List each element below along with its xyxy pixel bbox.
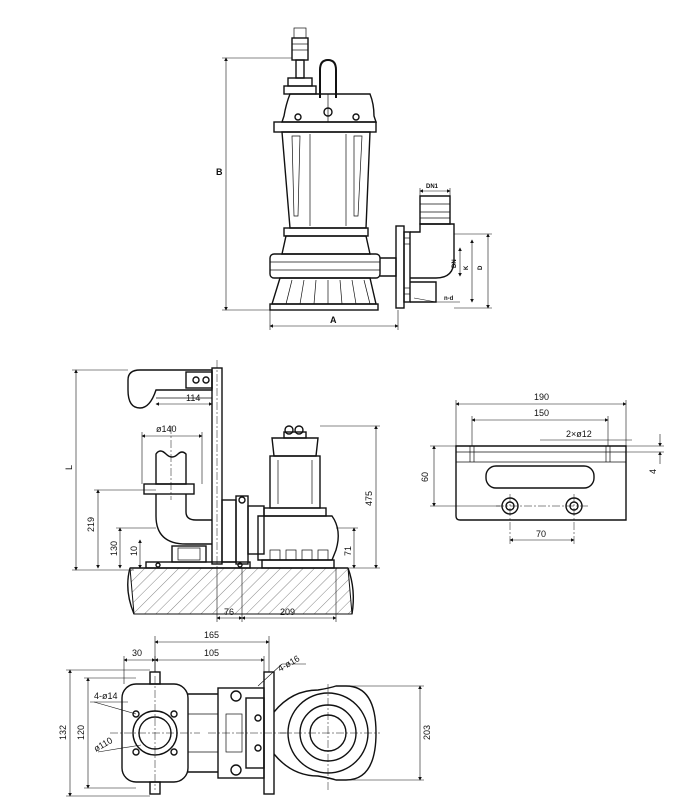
dim-10: 10 [129, 546, 139, 556]
dn-label: DN [452, 259, 458, 268]
holes-4x14: 4-ø14 [94, 691, 118, 701]
dim-209: 209 [280, 607, 295, 617]
dim-120: 120 [76, 725, 86, 740]
figure-plan-view: 165 30 105 4-ø16 4-ø14 ø110 132 120 20 [58, 630, 432, 797]
b-label: B [216, 167, 223, 177]
dim-203: 203 [422, 725, 432, 740]
dim-150: 150 [534, 408, 549, 418]
dim-70: 70 [536, 529, 546, 539]
dim-71: 71 [343, 546, 353, 556]
dim-4: 4 [648, 469, 658, 474]
figure-installation-elevation: L 114 ø140 219 130 10 475 71 76 [64, 360, 380, 622]
l-label: L [64, 465, 74, 470]
dim-114: 114 [186, 393, 200, 403]
dim-d140: ø140 [156, 424, 177, 434]
dim-219: 219 [86, 517, 96, 532]
holes-4x16: 4-ø16 [276, 653, 301, 673]
dn1-label: DN1 [426, 184, 439, 190]
dim-76: 76 [224, 607, 234, 617]
dim-30: 30 [132, 648, 142, 658]
a-label: A [330, 315, 337, 325]
dim-475: 475 [364, 491, 374, 506]
dim-165: 165 [204, 630, 219, 640]
figure-bracket-plate: 190 150 2×ø12 60 4 70 [420, 392, 664, 544]
dim-190: 190 [534, 392, 549, 402]
dim-105: 105 [204, 648, 219, 658]
figure-pump-elevation: DN1 D K DN n-d B A [216, 27, 492, 330]
n-d-label: n-d [444, 296, 454, 302]
dim-60: 60 [420, 472, 430, 482]
holes-2x12: 2×ø12 [566, 429, 592, 439]
k-label: K [464, 265, 470, 270]
dim-130: 130 [109, 541, 119, 556]
dim-132: 132 [58, 725, 68, 740]
d-label: D [478, 265, 484, 270]
